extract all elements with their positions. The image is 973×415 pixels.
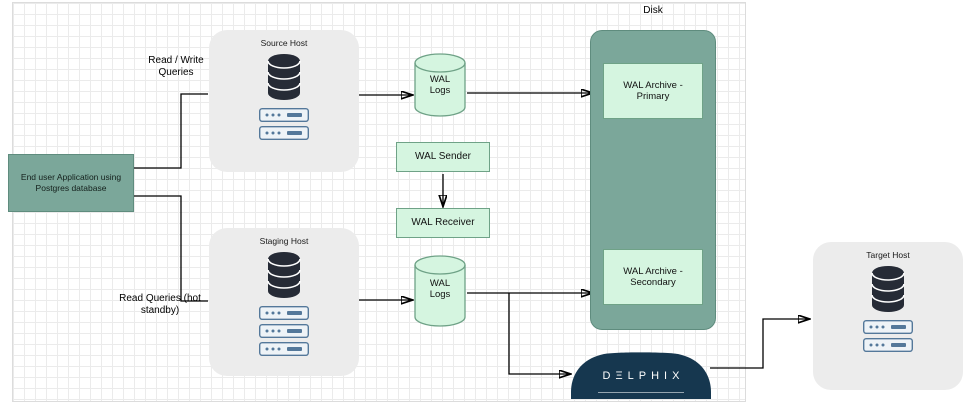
wal-archive-primary: WAL Archive - Primary: [603, 63, 703, 119]
read-write-queries-label: Read / Write Queries: [148, 55, 204, 78]
target-host-icons: [863, 265, 913, 352]
staging-host-icons: [259, 251, 309, 356]
server-icon: [259, 126, 309, 140]
wal-logs-label: WAL Logs: [429, 278, 451, 301]
target-host: Target Host: [813, 242, 963, 390]
server-icon: [259, 324, 309, 338]
target-host-title: Target Host: [866, 250, 910, 260]
server-icon: [259, 108, 309, 122]
staging-host-title: Staging Host: [259, 236, 309, 246]
database-icon: [267, 54, 301, 100]
source-host-title: Source Host: [260, 38, 308, 48]
disk-container: WAL Archive - Primary WAL Archive - Seco…: [590, 30, 716, 330]
wal-archive-secondary: WAL Archive - Secondary: [603, 249, 703, 305]
server-icon: [863, 338, 913, 352]
delphix-wordmark: DΞLPHIX: [602, 370, 685, 382]
source-host: Source Host: [209, 30, 359, 172]
delphix-logo: DΞLPHIX: [568, 344, 714, 400]
wal-logs-staging-cylinder: WAL Logs: [414, 255, 466, 327]
wal-sender-node: WAL Sender: [396, 142, 490, 172]
server-icon: [259, 342, 309, 356]
source-host-icons: [259, 53, 309, 140]
wal-receiver-node: WAL Receiver: [396, 208, 490, 238]
database-icon: [267, 252, 301, 298]
server-icon: [259, 306, 309, 320]
delphix-shape: [571, 352, 711, 399]
server-icon: [863, 320, 913, 334]
cylinder-icon: [414, 53, 466, 117]
database-icon: [871, 266, 905, 312]
read-queries-hot-standby-label: Read Queries (hot standby): [119, 293, 201, 316]
wal-logs-source-cylinder: WAL Logs: [414, 53, 466, 117]
cylinder-icon: [414, 255, 466, 327]
delphix-underline: [598, 392, 684, 393]
end-user-application-node: End user Application using Postgres data…: [8, 154, 134, 212]
wal-logs-label: WAL Logs: [429, 73, 451, 96]
disk-label: Disk: [643, 5, 663, 16]
staging-host: Staging Host: [209, 228, 359, 376]
